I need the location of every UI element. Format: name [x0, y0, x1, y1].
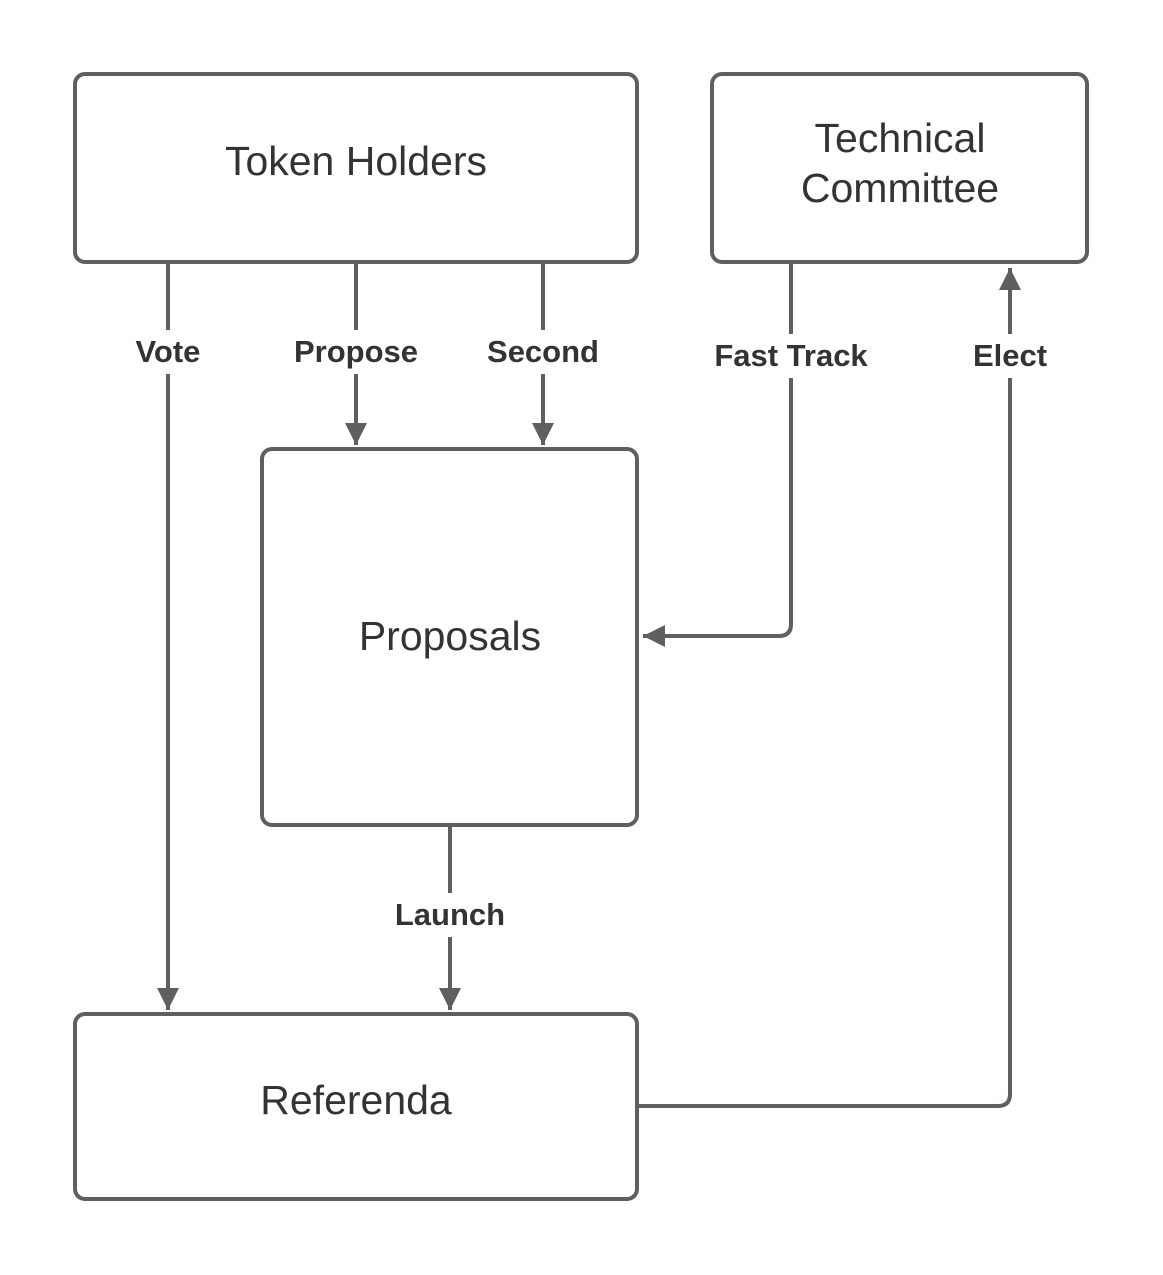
edge-propose: Propose — [282, 264, 430, 445]
edge-vote: Vote — [120, 264, 216, 1010]
node-proposals[interactable]: Proposals — [260, 447, 639, 827]
propose-label: Propose — [294, 334, 418, 369]
technical-committee-label-line1: Technical — [815, 115, 986, 161]
edge-fast-track: Fast Track — [643, 264, 880, 647]
proposals-label: Proposals — [359, 613, 541, 659]
token-holders-box — [73, 72, 639, 264]
second-label: Second — [487, 334, 599, 369]
vote-label: Vote — [136, 334, 201, 369]
elect-arrow-line — [639, 268, 1021, 1108]
technical-committee-box — [710, 72, 1089, 264]
edge-second: Second — [475, 264, 611, 445]
edge-elect: Elect — [639, 268, 1058, 1108]
launch-label: Launch — [395, 897, 505, 932]
fast-track-arrow-line — [643, 264, 793, 647]
node-referenda[interactable]: Referenda — [73, 1012, 639, 1201]
proposals-box — [260, 447, 639, 827]
referenda-label: Referenda — [260, 1077, 452, 1123]
token-holders-label: Token Holders — [225, 138, 487, 184]
node-token-holders[interactable]: Token Holders — [73, 72, 639, 264]
elect-label: Elect — [973, 338, 1047, 373]
fast-track-label: Fast Track — [714, 338, 868, 373]
edge-launch: Launch — [382, 827, 518, 1010]
technical-committee-label-line2: Committee — [801, 165, 999, 211]
node-technical-committee[interactable]: Technical Committee — [710, 72, 1089, 264]
referenda-box — [73, 1012, 639, 1201]
